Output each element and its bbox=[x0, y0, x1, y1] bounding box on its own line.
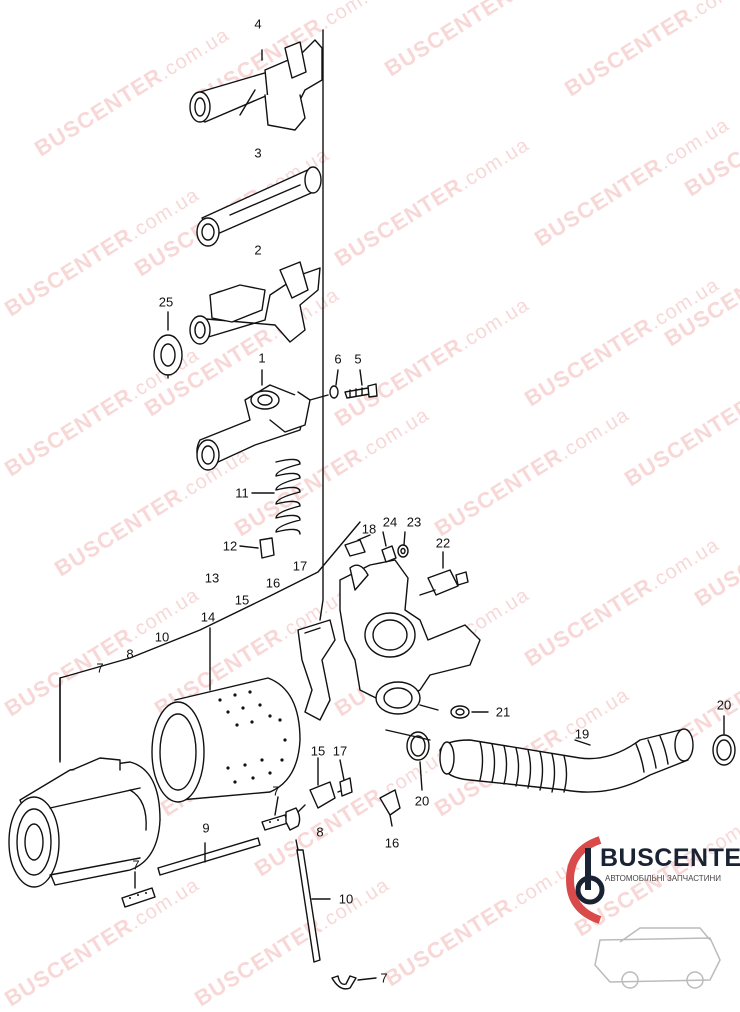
callout-5: 5 bbox=[354, 351, 362, 367]
callout-22: 22 bbox=[435, 535, 451, 551]
callout-15b: 15 bbox=[310, 743, 326, 759]
callout-25: 25 bbox=[158, 294, 174, 310]
part-12-shape bbox=[239, 537, 275, 559]
hose-7-bottom-shape bbox=[121, 887, 156, 908]
callout-4: 4 bbox=[254, 16, 262, 32]
callout-8a: 8 bbox=[126, 646, 134, 662]
callout-9: 9 bbox=[202, 820, 210, 836]
callout-2: 2 bbox=[254, 242, 262, 258]
callout-19: 19 bbox=[574, 726, 590, 742]
callout-14: 14 bbox=[200, 609, 216, 625]
callout-20a: 20 bbox=[716, 697, 732, 713]
callout-23: 23 bbox=[406, 514, 422, 530]
part-1-shape bbox=[196, 384, 329, 471]
callout-7c: 7 bbox=[132, 857, 140, 873]
part-17-shape bbox=[339, 777, 353, 797]
hose-9-shape bbox=[157, 837, 261, 876]
part-5-shape bbox=[344, 383, 378, 399]
callout-16a: 16 bbox=[265, 575, 281, 591]
buscenter-logo: BUSCENTER АВТОМОБІЛЬНІ ЗАПЧАСТИНИ bbox=[560, 830, 740, 995]
part-23-shape bbox=[397, 544, 409, 558]
callout-24: 24 bbox=[382, 514, 398, 530]
part-6-shape bbox=[329, 385, 339, 399]
callout-15a: 15 bbox=[234, 592, 250, 608]
part-16-shape bbox=[379, 789, 401, 816]
callout-20b: 20 bbox=[414, 793, 430, 809]
callout-17a: 17 bbox=[292, 558, 308, 574]
callout-13: 13 bbox=[204, 570, 220, 586]
callout-11: 11 bbox=[235, 485, 249, 501]
part-3-shape bbox=[196, 166, 322, 247]
part-24-shape bbox=[381, 545, 397, 563]
callout-16b: 16 bbox=[384, 835, 400, 851]
hose-7-mid-shape bbox=[261, 814, 289, 831]
part-8-shape bbox=[285, 807, 301, 831]
part-21-shape bbox=[450, 705, 489, 719]
filter-housing-shape bbox=[8, 757, 161, 888]
callout-10a: 10 bbox=[154, 629, 170, 645]
part-11-shape bbox=[251, 458, 301, 535]
guide-line-vertical bbox=[319, 29, 324, 621]
mounting-bracket-shape bbox=[297, 619, 336, 721]
central-assembly-shape bbox=[339, 539, 481, 715]
callout-7b: 7 bbox=[272, 783, 280, 799]
logo-title: BUSCENTER bbox=[600, 844, 740, 872]
part-19-shape bbox=[439, 728, 694, 793]
callout-18: 18 bbox=[361, 521, 377, 537]
callout-7d: 7 bbox=[380, 970, 388, 986]
part-7-elbow-shape bbox=[331, 975, 357, 990]
hose-10-shape bbox=[295, 839, 321, 963]
callout-1: 1 bbox=[258, 350, 266, 366]
callout-17b: 17 bbox=[332, 743, 348, 759]
callout-3: 3 bbox=[254, 145, 262, 161]
callout-21: 21 bbox=[495, 704, 511, 720]
callout-12: 12 bbox=[222, 538, 238, 554]
callout-7a: 7 bbox=[96, 660, 104, 676]
part-20-right-shape bbox=[712, 715, 736, 766]
part-20-mid-shape bbox=[406, 731, 430, 791]
part-22-shape bbox=[419, 551, 469, 596]
logo-subtitle: АВТОМОБІЛЬНІ ЗАПЧАСТИНИ bbox=[605, 874, 721, 883]
part-2-shape bbox=[189, 261, 321, 345]
callout-10b: 10 bbox=[338, 891, 354, 907]
callout-6: 6 bbox=[334, 351, 342, 367]
callout-8b: 8 bbox=[316, 824, 324, 840]
part-25-shape bbox=[153, 311, 183, 376]
part-4-shape bbox=[189, 39, 323, 131]
logo-mark-icon bbox=[565, 836, 721, 989]
part-14-shape bbox=[151, 677, 301, 803]
